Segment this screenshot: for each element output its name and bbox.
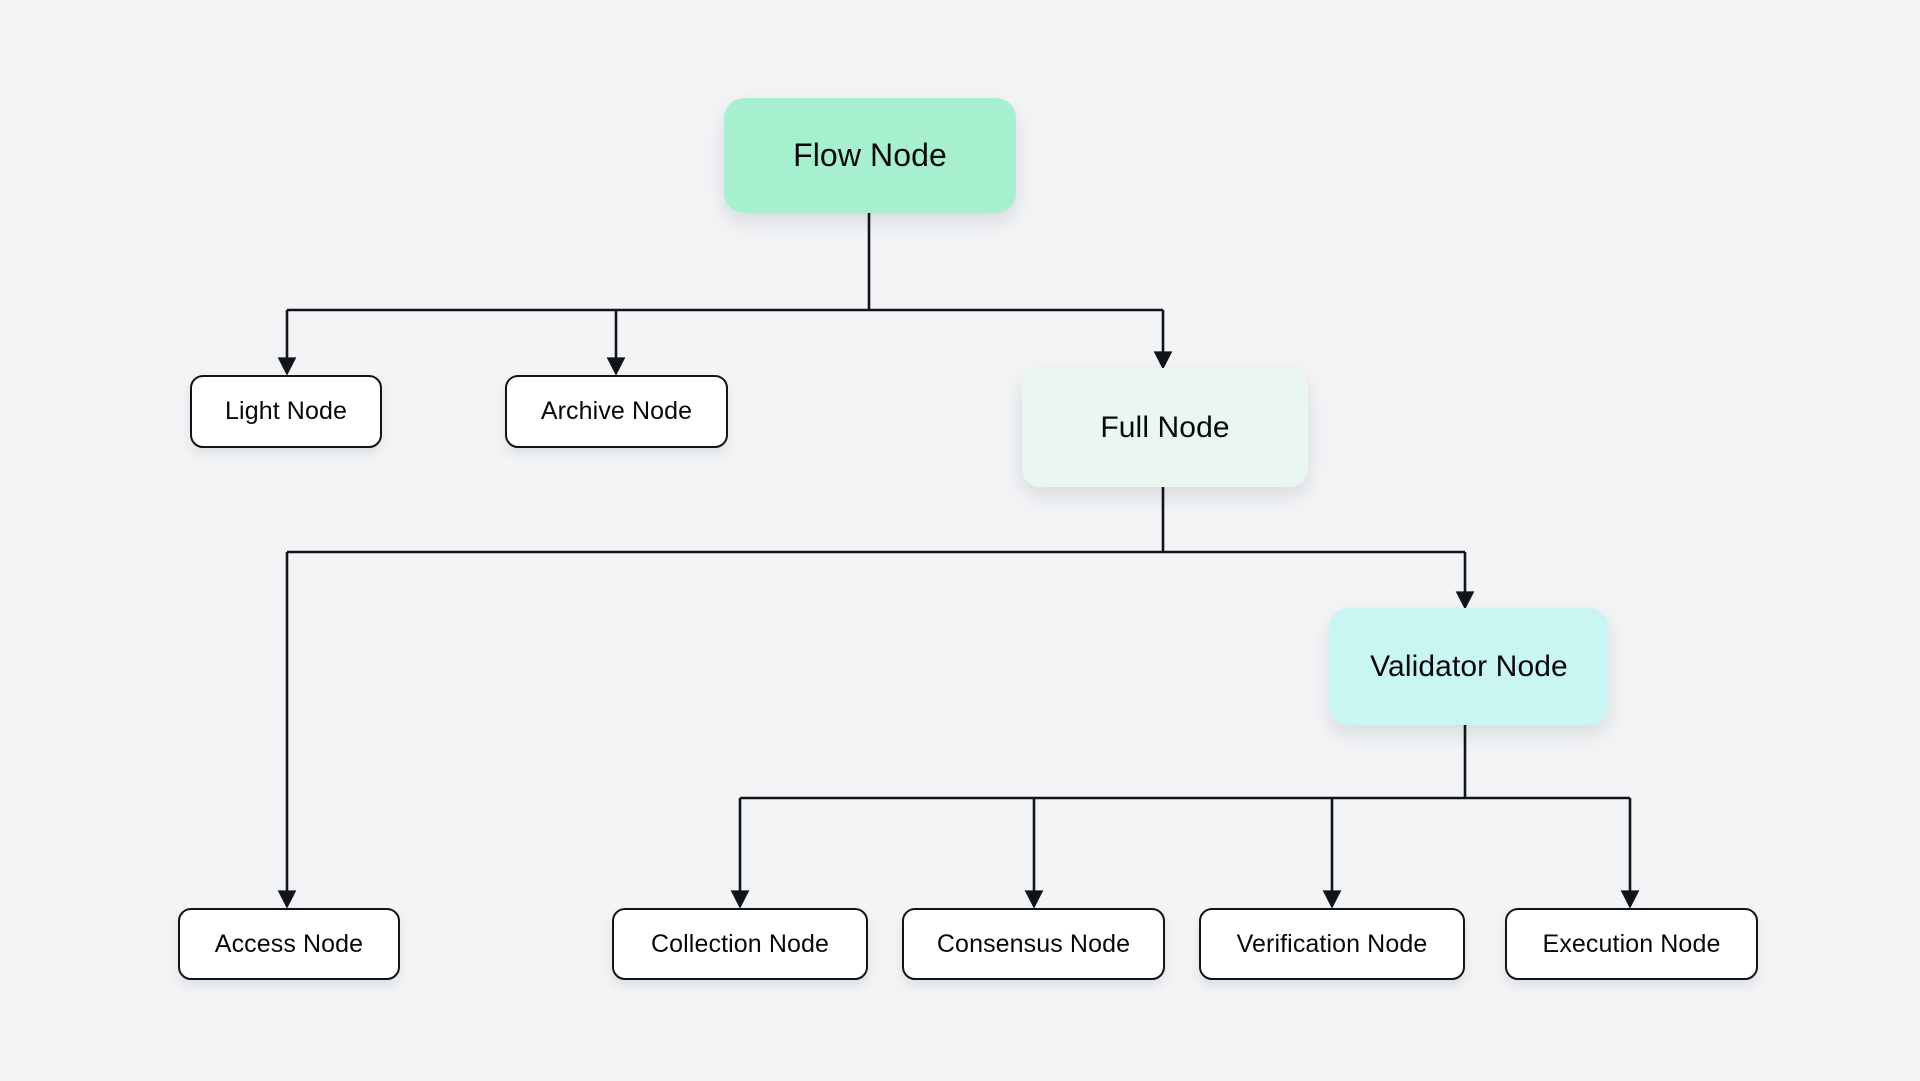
node-verification-label: Verification Node (1236, 929, 1428, 958)
node-archive-label: Archive Node (540, 397, 693, 425)
node-validator-label: Validator Node (1370, 649, 1568, 683)
node-access-label: Access Node (214, 929, 364, 958)
node-flow-label: Flow Node (793, 137, 947, 173)
node-consensus-label: Consensus Node (936, 929, 1131, 958)
node-consensus[interactable]: Consensus Node (902, 908, 1165, 980)
node-access[interactable]: Access Node (178, 908, 400, 980)
node-execution-label: Execution Node (1542, 929, 1721, 958)
node-full[interactable]: Full Node (1022, 368, 1308, 487)
node-collection-label: Collection Node (651, 929, 829, 958)
node-validator[interactable]: Validator Node (1330, 608, 1608, 725)
node-execution[interactable]: Execution Node (1505, 908, 1758, 980)
node-verification[interactable]: Verification Node (1199, 908, 1465, 980)
node-full-label: Full Node (1100, 410, 1230, 444)
node-light[interactable]: Light Node (190, 375, 382, 448)
node-light-label: Light Node (225, 397, 347, 425)
node-collection[interactable]: Collection Node (612, 908, 868, 980)
node-flow[interactable]: Flow Node (724, 98, 1016, 213)
node-archive[interactable]: Archive Node (505, 375, 728, 448)
